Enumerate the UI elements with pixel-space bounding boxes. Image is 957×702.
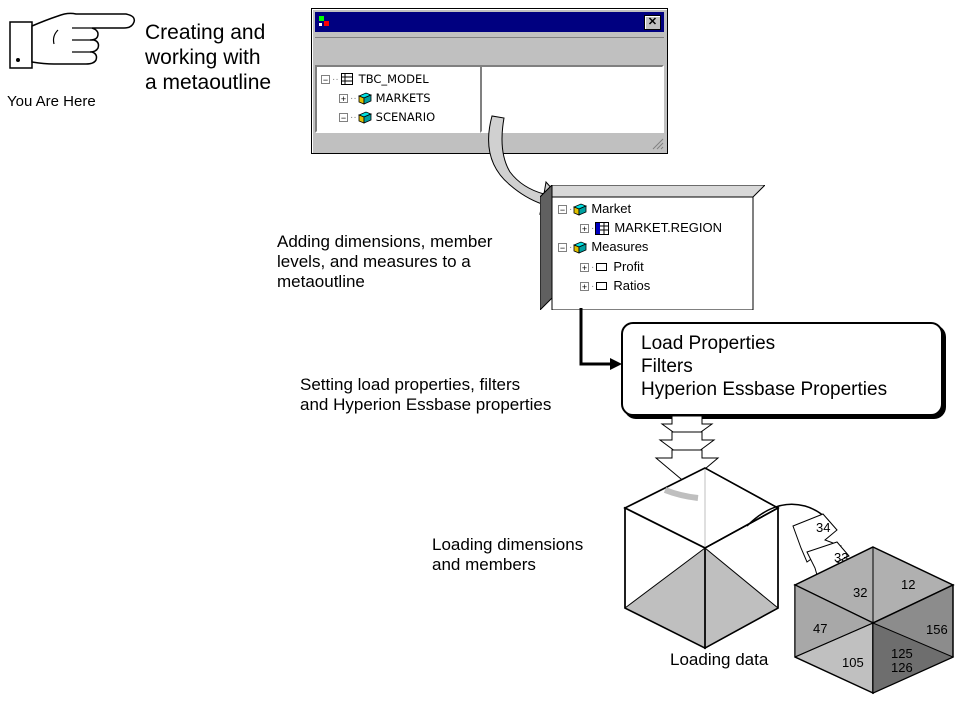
properties-box: Load Properties Filters Hyperion Essbase… [621, 322, 943, 416]
close-button[interactable]: ✕ [644, 15, 661, 30]
empty-cube [623, 467, 780, 650]
step-loading-dims-label: Loading dimensions and members [432, 535, 584, 574]
tree-item-tbc-model[interactable]: − ·· TBC_MODEL [321, 72, 429, 86]
expand-icon[interactable]: + [580, 262, 589, 273]
outline-item-market[interactable]: − · Market [558, 201, 632, 216]
table-icon [340, 73, 353, 85]
expand-icon[interactable]: + [339, 93, 348, 104]
member-icon [596, 263, 608, 271]
elbow-arrow [579, 308, 622, 370]
cube-icon [357, 92, 372, 105]
tree-item-label: MARKETS [375, 91, 431, 105]
tree-item-label: SCENARIO [375, 110, 436, 124]
title-line-2: working with [145, 46, 261, 69]
cube-value-126: 126 [891, 660, 913, 675]
cube-value-156: 156 [926, 622, 948, 637]
tree-item-label: TBC_MODEL [358, 72, 429, 86]
tree-item-markets[interactable]: + ·· MARKETS [339, 91, 431, 105]
property-load: Load Properties [641, 333, 776, 354]
you-are-here-caption: You Are Here [7, 93, 96, 110]
title-line-3: a metaoutline [145, 71, 272, 94]
app-icon [319, 16, 329, 26]
collapse-icon[interactable]: − [558, 242, 567, 253]
tree-pane[interactable]: − ·· TBC_MODEL + ·· MARKETS − ·· [315, 65, 482, 133]
member-icon [596, 282, 608, 290]
menu-bar [315, 37, 664, 56]
step-setting-label: Setting load properties, filters and Hyp… [300, 375, 552, 414]
outline-item-profit[interactable]: + · Profit [580, 259, 644, 274]
collapse-icon[interactable]: − [321, 74, 330, 85]
tree-item-scenario[interactable]: − ·· SCENARIO [339, 110, 436, 124]
resize-grip-icon[interactable] [652, 138, 664, 150]
outline-pane[interactable] [480, 65, 664, 133]
cube-value-47: 47 [813, 621, 828, 636]
outline-item-market-region[interactable]: + · MARKET.REGION [580, 220, 722, 235]
step-loading-data-label: Loading data [670, 650, 769, 669]
property-essbase: Hyperion Essbase Properties [641, 379, 888, 400]
outline-panel: − · Market + · MARKET.REGION − · Measure… [540, 185, 765, 310]
outline-item-label: Measures [591, 239, 649, 254]
cube-value-125: 125 [891, 646, 913, 661]
step-adding-label: Adding dimensions, member levels, and me… [277, 232, 493, 291]
outline-item-label: Ratios [613, 278, 651, 293]
cube-value-12: 12 [901, 577, 916, 592]
collapse-icon[interactable]: − [558, 204, 567, 215]
outline-item-label: MARKET.REGION [614, 220, 722, 235]
cube-icon [573, 203, 588, 216]
page-title: Creating and working with a metaoutline [145, 20, 315, 95]
cube-value-32: 32 [853, 585, 868, 600]
expand-icon[interactable]: + [580, 281, 589, 292]
cube-icon [357, 111, 372, 124]
outline-item-label: Profit [613, 259, 644, 274]
outline-item-ratios[interactable]: + · Ratios [580, 278, 651, 293]
metaoutline-window: ✕ − ·· TBC_MODEL + ·· MARKETS − ·· [311, 8, 668, 154]
you-are-here-hand [6, 6, 146, 86]
outline-item-label: Market [591, 201, 632, 216]
collapse-icon[interactable]: − [339, 112, 348, 123]
panel-slab [540, 185, 765, 310]
data-cube [793, 546, 955, 695]
window-titlebar: ✕ [315, 12, 664, 32]
property-filters: Filters [641, 356, 693, 377]
flying-number-34: 34 [816, 520, 831, 535]
title-line-1: Creating and [145, 21, 266, 44]
outline-item-measures[interactable]: − · Measures [558, 239, 649, 254]
cube-icon [573, 241, 588, 254]
cube-value-105: 105 [842, 655, 864, 670]
expand-icon[interactable]: + [580, 223, 589, 234]
pointing-hand-icon [9, 12, 136, 69]
table-icon [595, 221, 610, 235]
